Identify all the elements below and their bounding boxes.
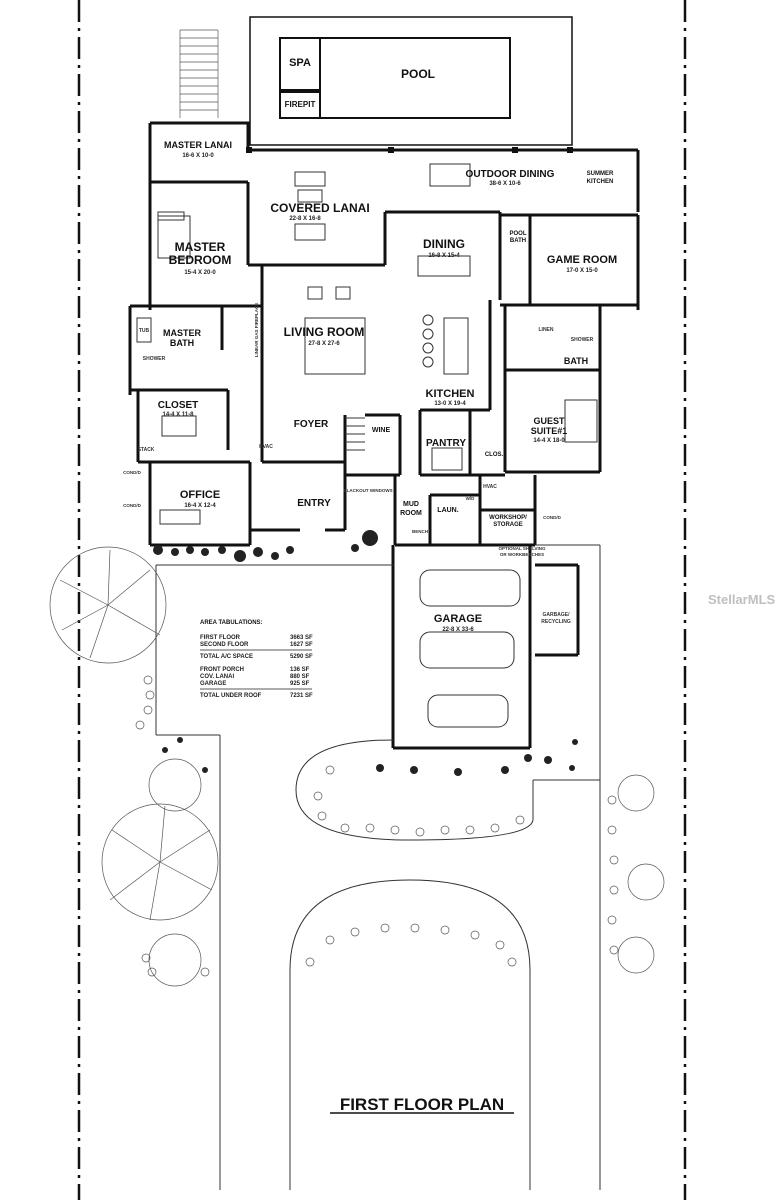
closet-dim: 14-4 X 11-8	[162, 412, 194, 418]
master-lanai-label: MASTER LANAI	[164, 140, 232, 150]
clos-label: CLOS.	[485, 452, 504, 458]
bench-label: BENCH	[412, 529, 428, 534]
garage-label: GARAGE	[434, 613, 482, 625]
hvac-label-2: HVAC	[483, 484, 497, 490]
mud-room-label-2: ROOM	[400, 510, 422, 517]
master-bedroom-dim: 15-4 X 20-0	[184, 270, 216, 276]
living-room-label: LIVING ROOM	[284, 325, 365, 339]
master-lanai-dim: 16-6 X 10-0	[182, 153, 214, 159]
area-row-label: GARAGE	[200, 681, 226, 687]
closet-label: CLOSET	[158, 400, 199, 411]
garbage-label-2: RECYCLING	[541, 619, 571, 625]
guest-suite-dim: 14-4 X 18-0	[533, 438, 565, 444]
laun-label: LAUN.	[437, 507, 458, 514]
pool-bath-label-1: POOL	[509, 231, 526, 237]
covered-lanai-label: COVERED LANAI	[270, 201, 369, 215]
covered-lanai-dim: 22-8 X 16-8	[289, 216, 321, 222]
trees	[49, 546, 665, 987]
driveway	[155, 544, 601, 1190]
pool-area	[179, 16, 573, 146]
outdoor-dining-dim: 38-6 X 10-6	[489, 181, 521, 187]
guest-suite-label-2: SUITE#1	[531, 426, 568, 436]
condo-label-1: COND/D	[123, 470, 141, 475]
column-markers	[246, 147, 573, 153]
area-row-value: 3663 SF	[290, 635, 313, 641]
shrubs	[153, 530, 578, 776]
area-tabulations: AREA TABULATIONS: FIRST FLOOR 3663 SF SE…	[200, 620, 313, 699]
office-label: OFFICE	[180, 489, 220, 501]
guest-shower-label: SHOWER	[571, 337, 594, 343]
area-row-label: COV. LANAI	[200, 674, 234, 680]
area-row-value: 925 SF	[290, 681, 310, 687]
area-row-label: SECOND FLOOR	[200, 642, 249, 648]
wine-label: WINE	[372, 427, 391, 434]
condo-label-2: COND/D	[123, 503, 141, 508]
master-bath-label-2: BATH	[170, 338, 194, 348]
area-total-roof-value: 7231 SF	[290, 693, 313, 699]
entry-label: ENTRY	[297, 498, 331, 509]
wd-label: W/D	[466, 496, 475, 501]
linen-label: LINEN	[539, 327, 554, 333]
area-row-label: FIRST FLOOR	[200, 635, 241, 641]
mud-room-label-1: MUD	[403, 501, 419, 508]
summer-kitchen-label-2: KITCHEN	[587, 179, 614, 185]
foyer-label: FOYER	[294, 419, 329, 430]
area-row-value: 136 SF	[290, 667, 310, 673]
optional-shelving-label-1: OPTIONAL SHELVING	[498, 546, 546, 551]
guest-suite-label-1: GUEST	[533, 416, 565, 426]
pool-label: POOL	[401, 67, 435, 81]
area-heading: AREA TABULATIONS:	[200, 620, 263, 626]
kitchen-label: KITCHEN	[426, 388, 475, 400]
hvac-label-1: HVAC	[259, 444, 273, 450]
area-row-value: 880 SF	[290, 674, 310, 680]
dining-dim: 16-8 X 15-4	[428, 253, 460, 259]
stack-label: STACK	[138, 447, 155, 453]
pantry-label: PANTRY	[426, 438, 466, 449]
garage-dim: 22-8 X 33-6	[442, 627, 474, 633]
game-room-label: GAME ROOM	[547, 254, 617, 266]
bath-label: BATH	[564, 356, 588, 366]
master-bedroom-label-2: BEDROOM	[169, 253, 232, 267]
garbage-label-1: GARBAGE/	[543, 612, 571, 618]
area-total-ac-value: 5290 SF	[290, 654, 313, 660]
furniture	[136, 163, 598, 728]
workshop-label-1: WORKSHOP/	[489, 515, 527, 521]
shower-label: SHOWER	[143, 356, 166, 362]
master-bath-label-1: MASTER	[163, 328, 202, 338]
dining-label: DINING	[423, 237, 465, 251]
game-room-dim: 17-0 X 15-0	[566, 268, 598, 274]
pool-bath-label-2: BATH	[510, 238, 526, 244]
tub-label: TUB	[139, 328, 150, 334]
firepit-label: FIREPIT	[285, 100, 316, 109]
area-total-roof-label: TOTAL UNDER ROOF	[200, 693, 262, 699]
linear-fireplace-label: LINEAR GAS FIREPLACE	[254, 303, 259, 358]
office-dim: 16-4 X 12-4	[184, 503, 216, 509]
summer-kitchen-label-1: SUMMER	[587, 171, 614, 177]
living-room-dim: 27-8 X 27-6	[308, 341, 340, 347]
master-bedroom-label-1: MASTER	[175, 240, 226, 254]
watermark: StellarMLS	[708, 592, 776, 607]
plan-title: FIRST FLOOR PLAN	[340, 1095, 504, 1114]
area-row-value: 1627 SF	[290, 642, 313, 648]
outdoor-dining-label: OUTDOOR DINING	[466, 169, 555, 180]
area-row-label: FRONT PORCH	[200, 667, 244, 673]
optional-shelving-label-2: OR WORKBENCHES	[500, 552, 544, 557]
workshop-label-2: STORAGE	[493, 522, 523, 528]
condo-label-3: COND/D	[543, 515, 561, 520]
blackout-windows-label: BLACKOUT WINDOWS	[343, 488, 392, 493]
area-total-ac-label: TOTAL A/C SPACE	[200, 654, 253, 660]
kitchen-dim: 13-0 X 19-4	[434, 401, 466, 407]
spa-label: SPA	[289, 57, 311, 69]
shrub-outlines	[135, 675, 619, 967]
